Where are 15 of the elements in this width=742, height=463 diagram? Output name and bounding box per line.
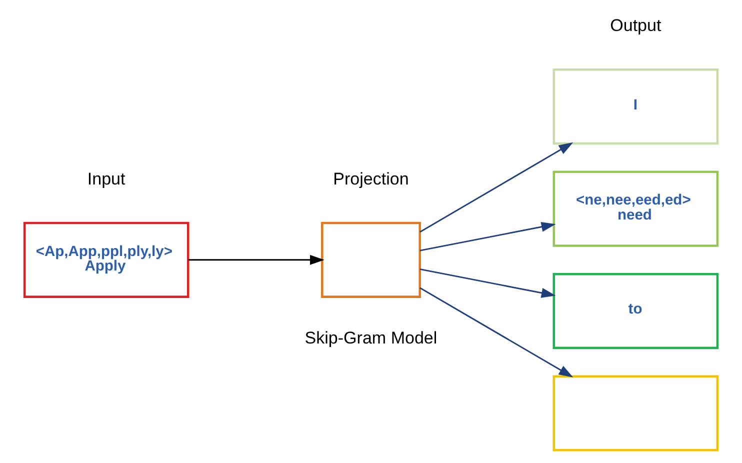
label: Skip-Gram Model bbox=[304, 328, 438, 348]
node-box: <ne,nee,eed,ed> need bbox=[552, 170, 719, 247]
label: Input bbox=[87, 169, 126, 188]
node-box: to bbox=[552, 272, 719, 350]
label: Projection bbox=[333, 169, 409, 188]
arrow bbox=[420, 287, 574, 378]
arrow bbox=[188, 254, 324, 265]
node-box: I bbox=[552, 68, 719, 145]
node-box bbox=[552, 375, 719, 452]
arrow bbox=[420, 268, 556, 298]
label: Output bbox=[610, 16, 662, 36]
arrow bbox=[420, 222, 556, 252]
node-box: <Ap,App,ppl,ply,ly> Apply bbox=[23, 222, 190, 298]
arrow bbox=[420, 142, 574, 233]
node-box bbox=[321, 222, 421, 298]
